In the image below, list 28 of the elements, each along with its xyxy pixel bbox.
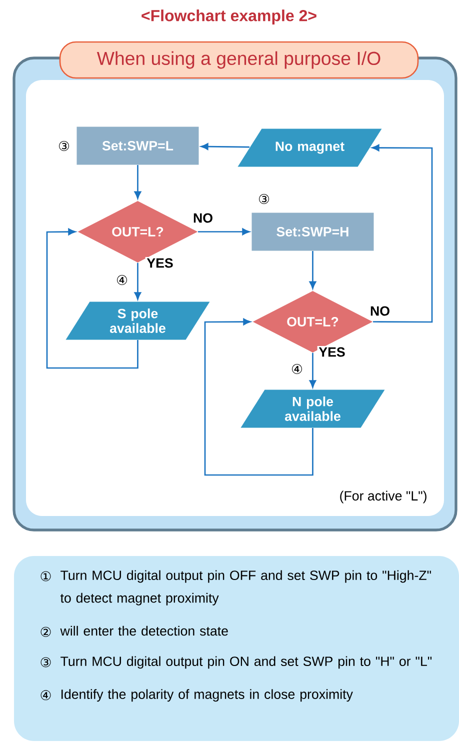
step-number: ④ — [117, 275, 127, 285]
step-number: ④ — [40, 690, 51, 700]
arrow — [309, 352, 316, 388]
arrow — [204, 318, 314, 476]
process-box: Set:SWP=L — [76, 126, 199, 165]
arrow — [46, 228, 138, 369]
arrow — [134, 262, 142, 300]
step-text: Turn MCU digital output pin OFF and set SWP pin to "High-Z" to detect magnet proximity — [60, 570, 431, 606]
data-parallelogram: No magnet — [238, 128, 382, 167]
step-number: ④ — [292, 364, 302, 374]
data-parallelogram: S pole available — [66, 302, 210, 340]
title: <Flowchart example 2> — [142, 10, 316, 24]
step-number: ① — [40, 571, 51, 582]
arrow — [134, 165, 142, 199]
step-number: ③ — [40, 657, 51, 668]
step-number: ② — [40, 626, 51, 637]
step-number: ③ — [259, 194, 269, 204]
step-number: ③ — [59, 141, 69, 151]
arrow — [200, 143, 250, 150]
arrow — [372, 144, 433, 323]
step-text: Identify the polarity of magnets in close proximity — [62, 689, 353, 702]
note: (For active "L") — [340, 490, 426, 504]
process-box: Set:SWP=H — [252, 212, 374, 251]
arrow — [309, 251, 316, 289]
step-text: will enter the detection state — [60, 626, 228, 636]
data-parallelogram: N pole available — [240, 390, 385, 428]
arrow — [198, 228, 250, 236]
step-text: Turn MCU digital output pin ON and set SWP pin to "H" or "L" — [60, 656, 432, 669]
